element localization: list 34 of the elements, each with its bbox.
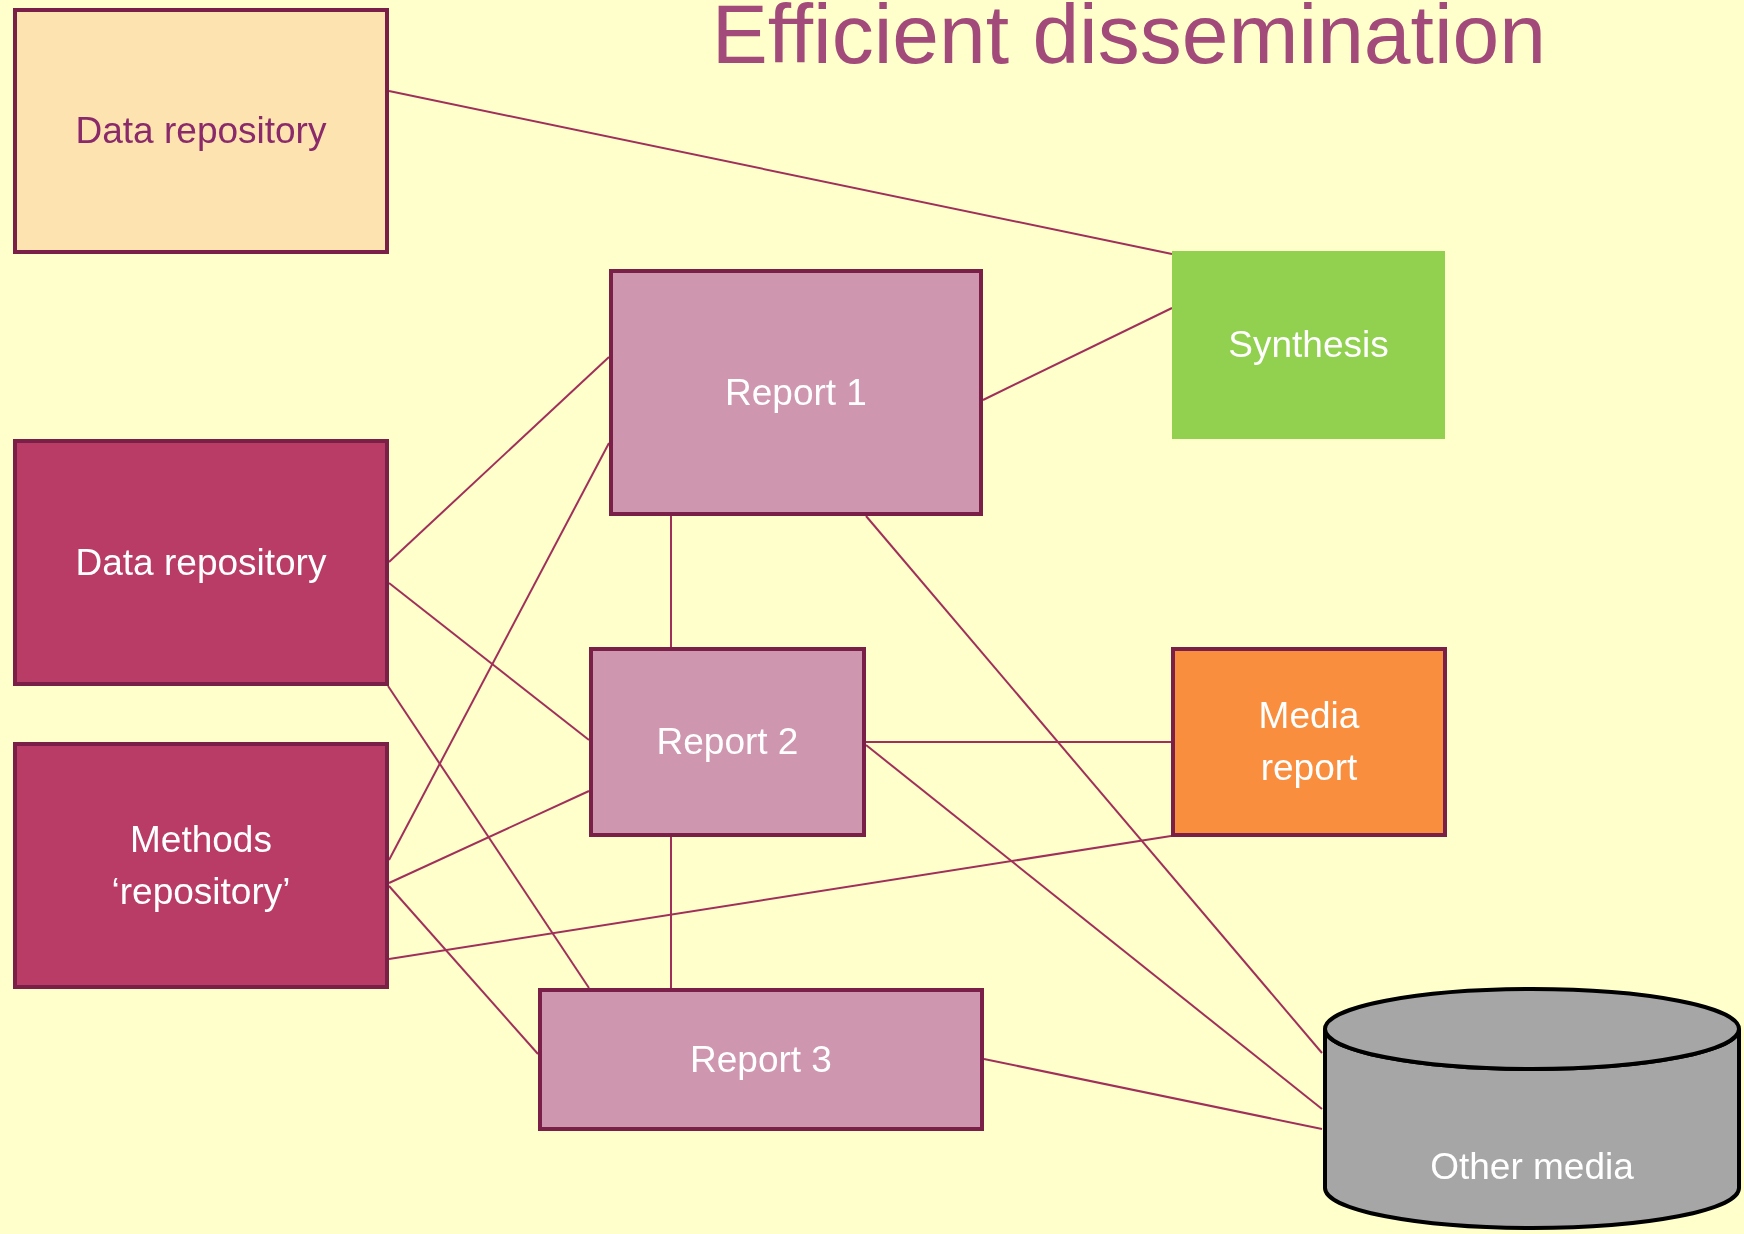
box-label: Data repository — [75, 540, 327, 585]
connector-line — [865, 515, 1323, 1054]
diagram-title: Efficient dissemination — [711, 0, 1546, 83]
connector-line — [388, 835, 1172, 960]
box-label: Data repository — [75, 109, 327, 154]
report-box — [589, 647, 866, 837]
box-label: Report 3 — [690, 1037, 832, 1082]
connector-line — [388, 442, 610, 861]
synthesis-box — [1172, 251, 1445, 439]
media-report-box — [1171, 647, 1447, 837]
connector-line — [865, 744, 1323, 1110]
report-box — [538, 988, 984, 1131]
box-label: Report 2 — [656, 720, 799, 765]
connector-line — [388, 582, 590, 741]
box-label: Synthesis — [1228, 323, 1389, 368]
report-box — [609, 269, 983, 516]
connector-line — [388, 356, 610, 563]
repository-box — [13, 8, 389, 254]
box-label: Media report — [1257, 694, 1361, 790]
connector-line — [670, 515, 672, 648]
connector-line — [387, 685, 590, 989]
repository-box — [13, 742, 389, 989]
connector-line — [388, 90, 1173, 255]
repository-box — [13, 439, 389, 686]
box-label: Methods ‘repository’ — [110, 817, 292, 914]
box-label: Other media — [1430, 1145, 1634, 1190]
connector-line — [388, 790, 590, 884]
connector-line — [670, 836, 672, 989]
connector-line — [982, 307, 1173, 401]
connector-line — [983, 1058, 1323, 1130]
connector-line — [388, 885, 539, 1055]
box-label: Report 1 — [725, 370, 867, 415]
connector-line — [865, 741, 1172, 743]
storage-cylinder — [1322, 986, 1742, 1231]
